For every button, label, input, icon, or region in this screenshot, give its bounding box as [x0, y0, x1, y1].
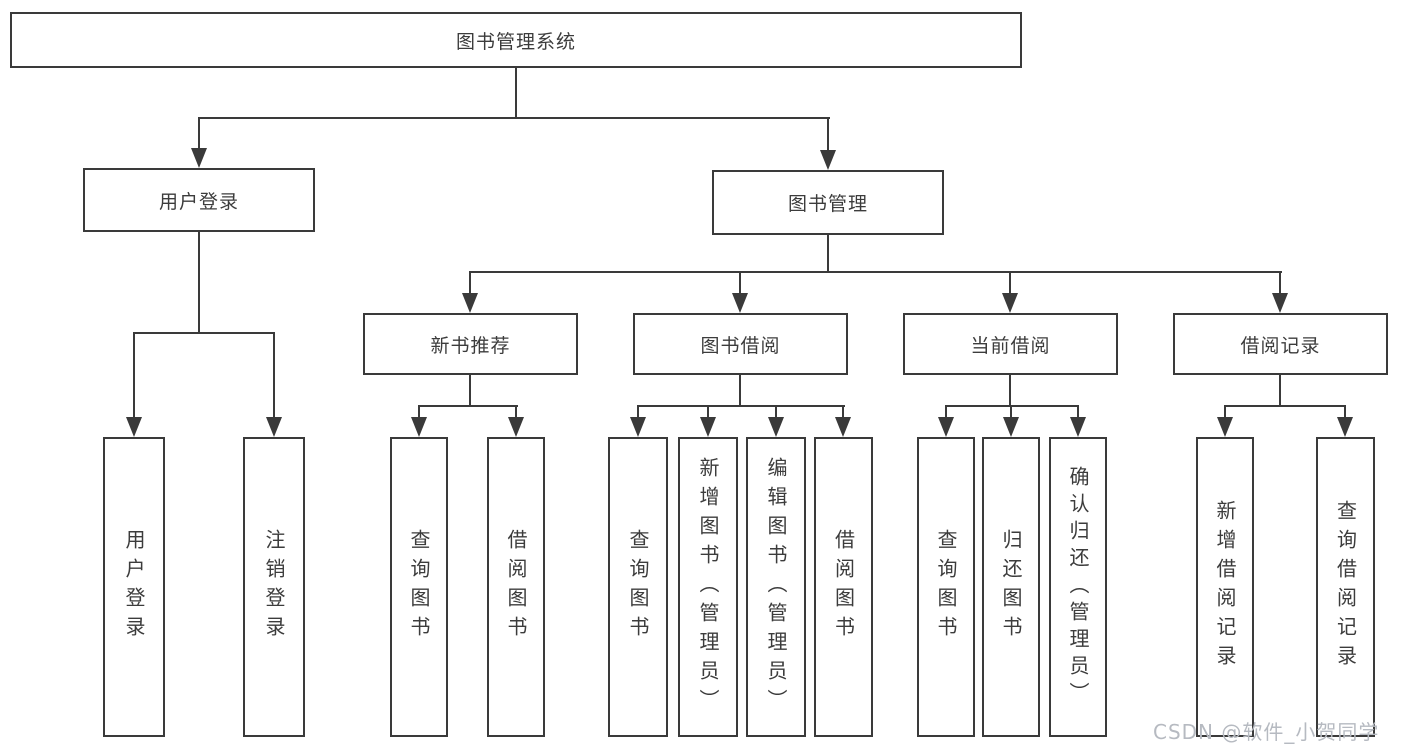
- connector-drop-level3: [1279, 271, 1281, 295]
- connector-user-login-rail: [133, 332, 275, 334]
- node-book-management: 图书管理: [712, 170, 944, 235]
- leaf-query-books-current: 查询图书: [917, 437, 975, 737]
- node-borrowing-records: 借阅记录: [1173, 313, 1388, 375]
- arrow-down-icon: [508, 417, 524, 437]
- connector-root-stem: [515, 68, 517, 119]
- leaf-label: 新增图书（管理员）: [696, 456, 720, 718]
- connector-rail: [1224, 405, 1346, 407]
- leaf-borrow-books-recommend: 借阅图书: [487, 437, 545, 737]
- connector-drop-book-management: [827, 117, 829, 152]
- connector-drop-leaf: [1010, 405, 1012, 419]
- connector-drop-leaf: [707, 405, 709, 419]
- connector-drop-leaf: [945, 405, 947, 419]
- arrow-down-icon: [462, 293, 478, 313]
- node-label: 借阅记录: [1240, 334, 1321, 357]
- leaf-return-books: 归还图书: [982, 437, 1040, 737]
- arrow-down-icon: [1217, 417, 1233, 437]
- leaf-label: 查询图书: [934, 529, 958, 645]
- connector-drop-leaf: [637, 405, 639, 419]
- connector-rail: [945, 405, 1079, 407]
- leaf-label: 新增借阅记录: [1213, 500, 1237, 674]
- leaf-label: 借阅图书: [831, 529, 856, 645]
- node-label: 当前借阅: [970, 334, 1051, 357]
- connector-drop-level3: [469, 271, 471, 295]
- arrow-down-icon: [1337, 417, 1353, 437]
- leaf-logout: 注销登录: [243, 437, 305, 737]
- arrow-down-icon: [732, 293, 748, 313]
- connector-drop-user-login: [198, 117, 200, 150]
- arrow-down-icon: [1272, 293, 1288, 313]
- arrow-down-icon: [266, 417, 282, 437]
- leaf-label: 注销登录: [262, 529, 286, 645]
- node-library-management-system: 图书管理系统: [10, 12, 1022, 68]
- leaf-label: 借阅图书: [504, 529, 528, 645]
- connector-user-login-stem: [198, 232, 200, 334]
- node-book-borrowing: 图书借阅: [633, 313, 848, 375]
- node-label: 图书管理: [787, 193, 868, 215]
- arrow-down-icon: [1003, 417, 1019, 437]
- connector-drop-leaf: [1224, 405, 1226, 419]
- leaf-label: 确认归还（管理员）: [1066, 465, 1090, 709]
- node-label: 新书推荐: [430, 334, 511, 357]
- connector-rail: [637, 405, 845, 407]
- arrow-down-icon: [1070, 417, 1086, 437]
- leaf-add-book-admin: 新增图书（管理员）: [678, 437, 738, 737]
- connector-drop-leaf: [1344, 405, 1346, 419]
- node-new-book-recommendation: 新书推荐: [363, 313, 578, 375]
- leaf-label: 查询借阅记录: [1333, 500, 1358, 674]
- connector-rail: [418, 405, 518, 407]
- connector-drop-leaf: [1077, 405, 1079, 419]
- leaf-confirm-return-admin: 确认归还（管理员）: [1049, 437, 1107, 737]
- arrow-down-icon: [630, 417, 646, 437]
- connector-root-rail: [198, 117, 830, 119]
- arrow-down-icon: [1002, 293, 1018, 313]
- connector-stem: [739, 375, 741, 407]
- arrow-down-icon: [938, 417, 954, 437]
- connector-drop-leaf: [273, 332, 275, 419]
- connector-drop-leaf: [418, 405, 420, 419]
- csdn-watermark: CSDN @软件_小贺同学: [1153, 720, 1380, 744]
- arrow-down-icon: [411, 417, 427, 437]
- connector-book-management-rail: [469, 271, 1282, 273]
- connector-drop-leaf: [775, 405, 777, 419]
- leaf-add-borrow-record: 新增借阅记录: [1196, 437, 1254, 737]
- node-current-borrowing: 当前借阅: [903, 313, 1118, 375]
- leaf-label: 用户登录: [122, 529, 146, 645]
- node-label: 图书管理系统: [455, 30, 576, 53]
- leaf-query-borrow-record: 查询借阅记录: [1316, 437, 1375, 737]
- leaf-label: 编辑图书（管理员）: [764, 456, 788, 718]
- connector-book-management-stem: [827, 235, 829, 273]
- connector-drop-leaf: [842, 405, 844, 419]
- arrow-down-icon: [768, 417, 784, 437]
- node-user-login: 用户登录: [83, 168, 315, 232]
- connector-drop-leaf: [133, 332, 135, 419]
- leaf-query-books-borrowing: 查询图书: [608, 437, 668, 737]
- connector-drop-leaf: [515, 405, 517, 419]
- node-label: 图书借阅: [700, 334, 781, 357]
- node-label: 用户登录: [158, 190, 239, 213]
- connector-stem: [1009, 375, 1011, 407]
- arrow-down-icon: [835, 417, 851, 437]
- arrow-down-icon: [191, 148, 207, 168]
- arrow-down-icon: [820, 150, 836, 170]
- arrow-down-icon: [126, 417, 142, 437]
- connector-drop-level3: [1009, 271, 1011, 295]
- arrow-down-icon: [700, 417, 716, 437]
- connector-stem: [469, 375, 471, 407]
- leaf-user-login: 用户登录: [103, 437, 165, 737]
- leaf-label: 查询图书: [407, 529, 431, 645]
- leaf-borrow-books: 借阅图书: [814, 437, 873, 737]
- connector-drop-level3: [739, 271, 741, 295]
- leaf-label: 归还图书: [999, 529, 1023, 645]
- leaf-query-books-recommend: 查询图书: [390, 437, 448, 737]
- connector-stem: [1279, 375, 1281, 407]
- leaf-label: 查询图书: [626, 529, 650, 645]
- leaf-edit-book-admin: 编辑图书（管理员）: [746, 437, 806, 737]
